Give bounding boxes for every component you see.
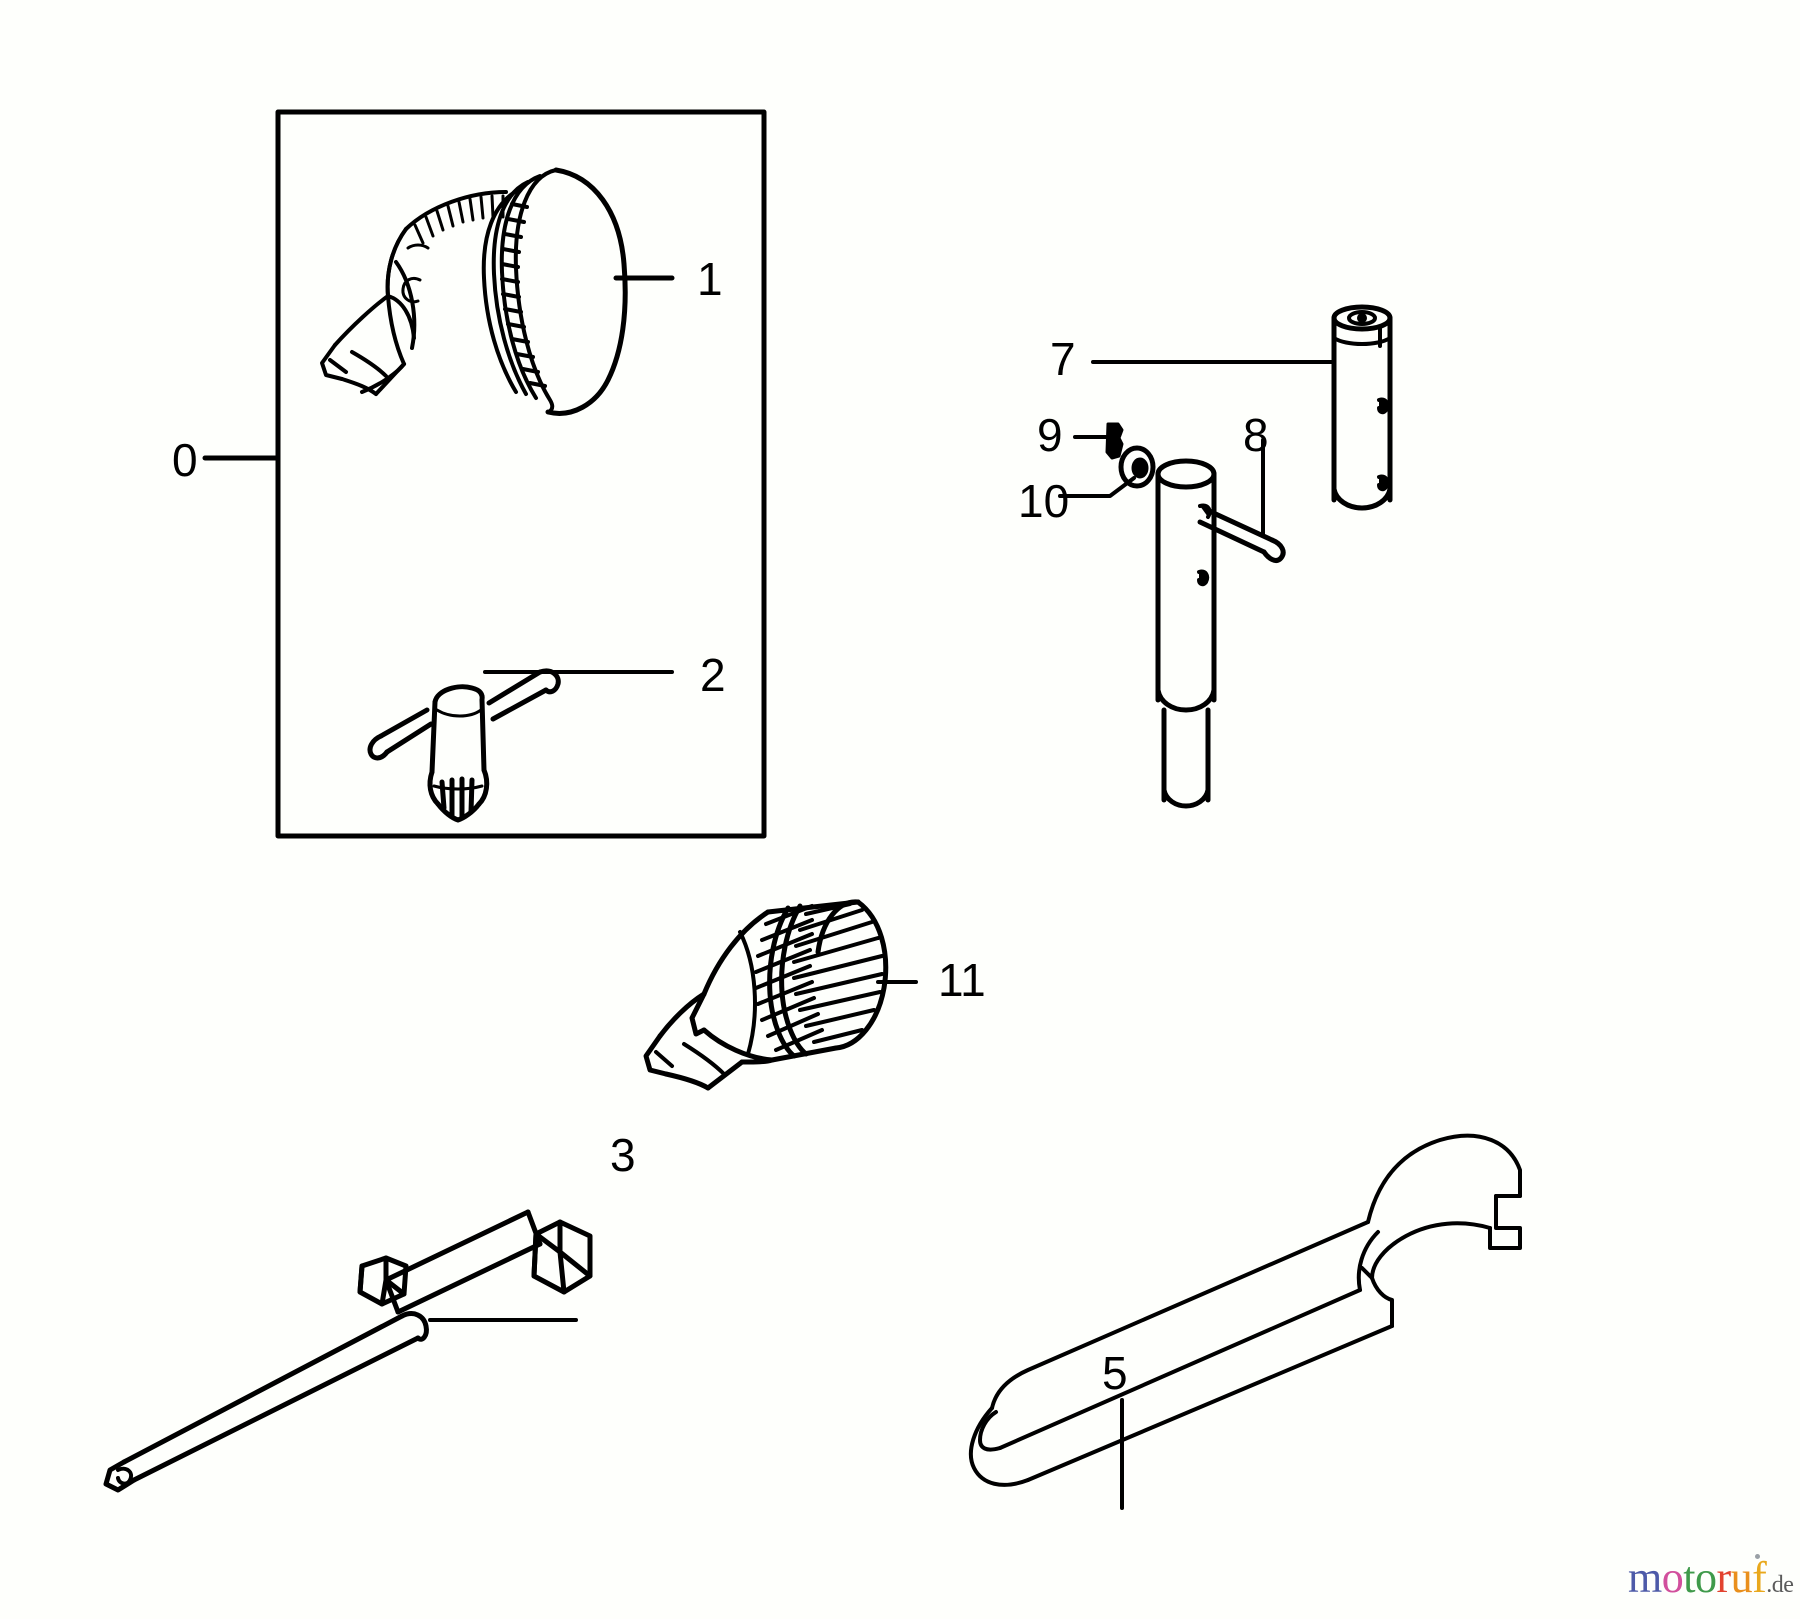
retaining-clip <box>1105 422 1124 460</box>
logo-char-m: m <box>1628 1553 1662 1602</box>
keyed-drill-chuck <box>320 167 628 416</box>
callout-label-8: 8 <box>1243 409 1269 461</box>
logo-char-o2: o <box>1694 1553 1717 1602</box>
callout-label-3: 3 <box>610 1129 636 1181</box>
callout-label-7: 7 <box>1050 333 1076 385</box>
upper-spindle-tube <box>1331 304 1393 511</box>
callout-label-9: 9 <box>1037 409 1063 461</box>
callout-label-0: 0 <box>172 434 198 486</box>
washer-ring <box>1118 445 1156 489</box>
lower-spindle-tube <box>1155 458 1217 809</box>
logo-char-f: f <box>1752 1553 1767 1602</box>
logo-char-t: t <box>1683 1553 1695 1602</box>
leader-line-10 <box>1058 476 1136 498</box>
logo-char-o1: o <box>1661 1553 1684 1602</box>
callout-label-1: 1 <box>697 253 723 305</box>
logo-dot-accent <box>1755 1554 1760 1559</box>
callout-label-10: 10 <box>1018 475 1070 527</box>
hook-spanner-wrench <box>968 1133 1522 1487</box>
part-group-outline <box>275 109 767 839</box>
logo-suffix: .de <box>1766 1572 1794 1598</box>
motoruf-logo: motoruf.de <box>1628 1553 1794 1602</box>
logo-char-r: r <box>1716 1553 1731 1602</box>
callout-label-2: 2 <box>700 649 726 701</box>
chuck-key <box>367 668 561 823</box>
t-handle-socket-wrench <box>103 1209 593 1493</box>
logo-char-u: u <box>1730 1553 1753 1602</box>
callout-label-5: 5 <box>1102 1347 1128 1399</box>
keyless-drill-chuck <box>643 899 889 1091</box>
callout-label-11: 11 <box>938 954 986 1006</box>
